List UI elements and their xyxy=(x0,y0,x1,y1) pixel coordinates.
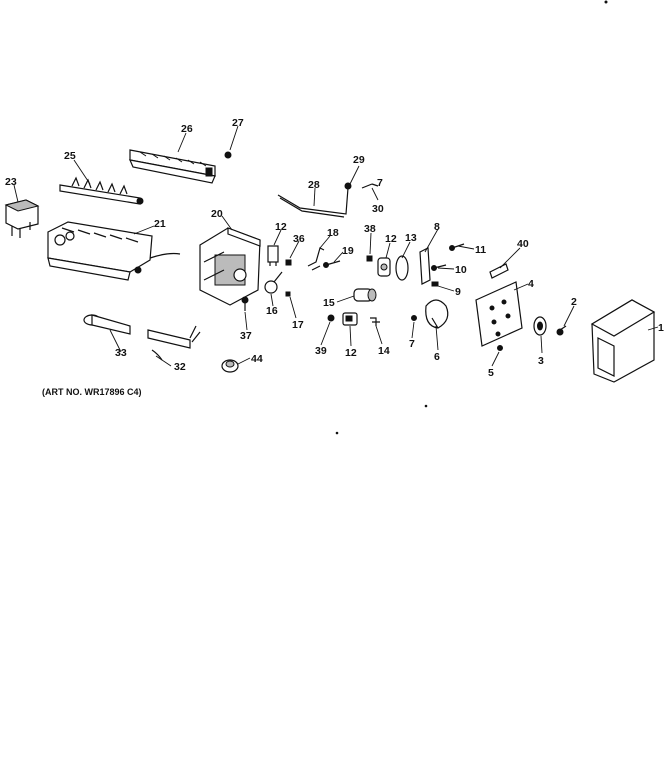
part-37-screw xyxy=(241,296,249,311)
part-2-screw xyxy=(556,325,567,336)
part-7-screw-a xyxy=(411,315,417,321)
part-12-switch-c xyxy=(342,312,358,326)
callout-9: 9 xyxy=(455,286,461,298)
part-4-plate xyxy=(475,281,523,347)
part-33-fill-cup xyxy=(83,314,131,335)
callout-16: 16 xyxy=(266,305,278,317)
part-18-bracket xyxy=(307,247,325,271)
callout-7b: 7 xyxy=(377,177,383,189)
part-38-screw xyxy=(366,255,373,262)
callout-19: 19 xyxy=(342,245,354,257)
callout-30: 30 xyxy=(372,203,384,215)
callout-28: 28 xyxy=(308,179,320,191)
part-44-knob xyxy=(221,359,239,373)
callout-11: 11 xyxy=(475,244,486,256)
callout-4: 4 xyxy=(528,278,534,290)
callout-37: 37 xyxy=(240,330,252,342)
callout-12b: 12 xyxy=(345,347,357,359)
part-14-clip xyxy=(370,317,380,326)
callout-40: 40 xyxy=(517,238,529,250)
callout-1: 1 xyxy=(658,322,664,334)
part-32-tube xyxy=(147,325,201,361)
callout-27: 27 xyxy=(232,117,244,129)
callout-6: 6 xyxy=(434,351,440,363)
part-16-lever xyxy=(264,271,283,294)
callout-17: 17 xyxy=(292,319,304,331)
part-27-screw xyxy=(224,151,232,159)
callout-10: 10 xyxy=(455,264,467,276)
callout-44: 44 xyxy=(251,353,263,365)
callout-20: 20 xyxy=(211,208,223,220)
callout-36: 36 xyxy=(293,233,305,245)
leader-lines xyxy=(13,125,659,367)
callout-29: 29 xyxy=(353,154,365,166)
part-9-screw xyxy=(431,281,439,287)
part-5-screw xyxy=(497,345,503,351)
part-28-arm xyxy=(277,182,352,218)
part-1-cover xyxy=(590,299,656,383)
callout-3: 3 xyxy=(538,355,544,367)
callout-12c: 12 xyxy=(275,221,287,233)
part-39-screw xyxy=(327,314,335,322)
callout-23: 23 xyxy=(5,176,17,188)
callout-39: 39 xyxy=(315,345,327,357)
part-19-screw xyxy=(323,260,341,268)
part-30-clip xyxy=(361,183,379,189)
callout-26: 26 xyxy=(181,123,193,135)
callout-38: 38 xyxy=(364,223,376,235)
part-12-switch-a xyxy=(267,245,279,266)
callout-32: 32 xyxy=(174,361,186,373)
scan-marks xyxy=(335,0,608,435)
callout-2: 2 xyxy=(571,296,577,308)
callout-8: 8 xyxy=(434,221,440,233)
part-11-screw xyxy=(449,243,465,251)
part-12-switch-b xyxy=(377,257,391,277)
callout-15: 15 xyxy=(323,297,335,309)
callout-25: 25 xyxy=(64,150,76,162)
art-number-caption: (ART NO. WR17896 C4) xyxy=(42,387,142,397)
callout-12a: 12 xyxy=(385,233,397,245)
part-15-motor xyxy=(353,288,377,302)
part-6-cam xyxy=(425,299,449,329)
part-21-mold xyxy=(47,221,181,281)
part-8-bracket xyxy=(419,247,431,285)
callout-18: 18 xyxy=(327,227,339,239)
part-17-pin xyxy=(285,291,291,297)
callout-labels: 1 2 3 4 5 6 7 8 9 10 11 12 12 12 13 14 1… xyxy=(5,117,664,379)
part-3-gear xyxy=(533,316,547,336)
part-20-housing xyxy=(199,227,261,306)
callout-7: 7 xyxy=(409,338,415,350)
part-36-screw xyxy=(285,259,292,266)
callout-21: 21 xyxy=(154,218,166,230)
part-26-cover xyxy=(129,149,216,184)
part-40-bracket xyxy=(489,263,509,279)
part-23-thermostat xyxy=(4,199,40,238)
part-13-gear xyxy=(395,255,409,281)
callout-14: 14 xyxy=(378,345,390,357)
part-25-ejector xyxy=(59,176,144,205)
callout-33: 33 xyxy=(115,347,127,359)
callout-13: 13 xyxy=(405,232,417,244)
callout-5: 5 xyxy=(488,367,494,379)
part-10-screw xyxy=(431,264,447,271)
